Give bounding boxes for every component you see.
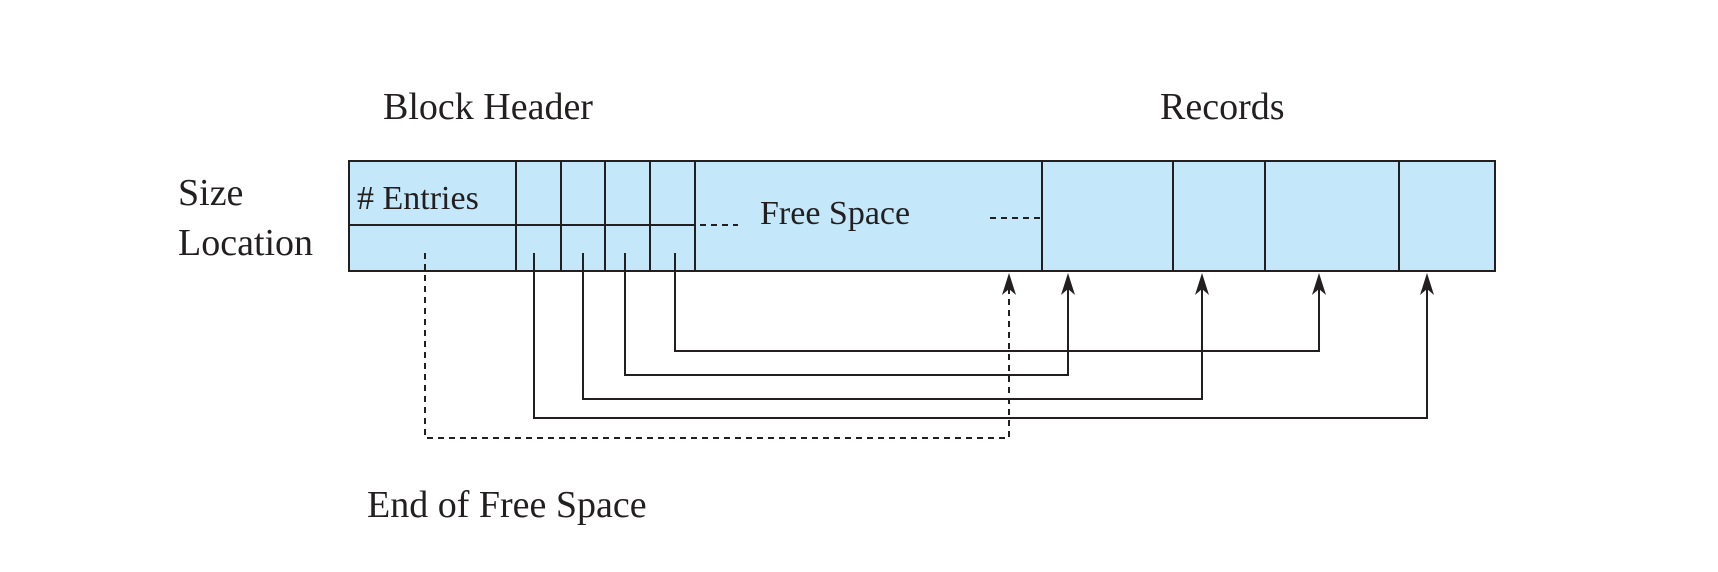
size-label: Size — [178, 172, 243, 214]
block-header-label: Block Header — [383, 86, 593, 128]
location-label: Location — [178, 222, 313, 264]
record-4 — [1398, 160, 1496, 272]
end-of-free-space-label: End of Free Space — [367, 484, 647, 526]
arrowhead — [1312, 273, 1326, 295]
entries-cell — [348, 160, 517, 272]
records-label: Records — [1160, 86, 1285, 128]
pointer-slot2 — [582, 253, 1203, 400]
arrowhead — [1420, 273, 1434, 295]
arrowhead — [1061, 273, 1075, 295]
record-2 — [1172, 160, 1266, 272]
pointer-slot3 — [624, 253, 1069, 376]
pointer-slot1 — [533, 253, 1428, 419]
arrowhead — [1002, 273, 1016, 295]
pointer-end-of-free-space — [424, 253, 1010, 439]
slot-entry-1 — [515, 160, 562, 272]
records-region — [1041, 160, 1496, 272]
slot-entry-4 — [649, 160, 696, 272]
free-space-region: Free Space — [694, 160, 1043, 272]
free-space-label: Free Space — [760, 195, 910, 232]
record-3 — [1264, 160, 1400, 272]
pointer-slot4 — [674, 253, 1320, 352]
slot-entry-2 — [560, 160, 606, 272]
slot-entry-3 — [604, 160, 651, 272]
record-1 — [1041, 160, 1174, 272]
arrowhead — [1195, 273, 1209, 295]
block-header: # Entries — [348, 160, 696, 272]
pointer-lines — [424, 253, 1434, 439]
entries-label: # Entries — [357, 180, 479, 217]
